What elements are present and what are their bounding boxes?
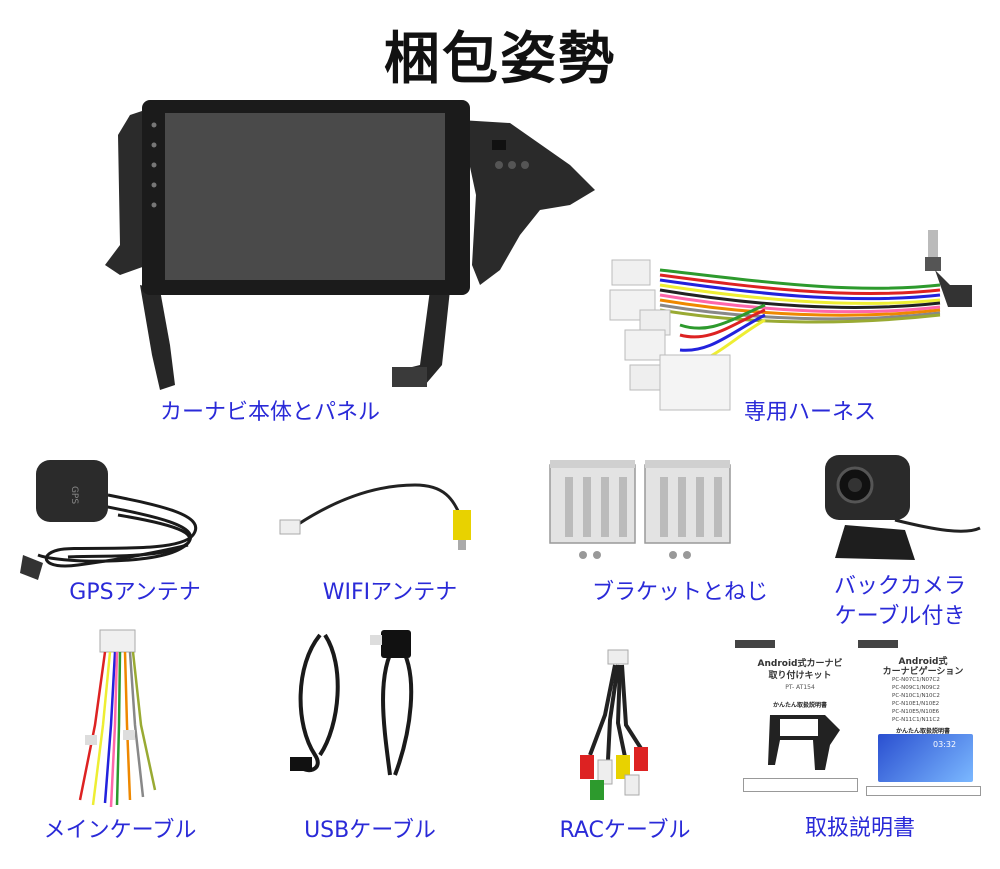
rca-cable-image xyxy=(570,645,660,805)
back-camera-image xyxy=(815,450,985,565)
manual-left-code: PT- AT154 xyxy=(785,684,815,691)
manual-right-models: PC-N07C1/N07C2 PC-N09C1/N09C2 PC-N10C1/N… xyxy=(892,677,940,723)
label-back-camera-line2: ケーブル付き xyxy=(834,604,966,629)
page-title: 梱包姿勢 xyxy=(384,27,616,92)
usb-cable-image xyxy=(285,625,445,790)
label-rca-cable: RACケーブル xyxy=(559,818,691,843)
label-main-cable: メインケーブル xyxy=(43,818,197,843)
manual-left: Android式カーナビ 取り付けキット PT- AT154 かんたん取扱説明書 xyxy=(735,640,865,800)
bracket-image xyxy=(545,455,735,570)
manual-left-heading: かんたん取扱説明書 xyxy=(772,702,827,709)
label-wifi-antenna: WIFIアンテナ xyxy=(322,580,458,605)
gps-antenna-image: GPS xyxy=(18,455,218,580)
manual-right-screen-time: 03:32 xyxy=(933,740,957,749)
label-car-navi: カーナビ本体とパネル xyxy=(159,400,380,425)
manual-right-title2: カーナビゲーション xyxy=(882,667,964,677)
label-back-camera-line1: バックカメラ xyxy=(833,574,966,599)
harness-image xyxy=(600,225,990,420)
manual-left-title1: Android式カーナビ xyxy=(757,659,843,669)
main-cable-image xyxy=(75,625,165,810)
manual-left-title2: 取り付けキット xyxy=(768,671,832,681)
car-navi-unit-image xyxy=(100,95,600,405)
label-harness: 専用ハーネス xyxy=(743,400,876,425)
wifi-antenna-image xyxy=(275,480,485,555)
label-usb-cable: USBケーブル xyxy=(304,818,436,843)
gps-module-text: GPS xyxy=(69,486,79,504)
label-bracket: ブラケットとねじ xyxy=(591,580,768,605)
manual-right-heading: かんたん取扱説明書 xyxy=(895,728,950,735)
label-back-camera: バックカメラ ケーブル付き xyxy=(810,572,990,632)
manual-right-screen: 03:32 xyxy=(878,734,973,782)
manual-right: Android式 カーナビゲーション PC-N07C1/N07C2 PC-N09… xyxy=(858,640,988,800)
label-manual: 取扱説明書 xyxy=(804,816,915,841)
label-gps-antenna: GPSアンテナ xyxy=(69,580,201,605)
manual-right-title1: Android式 xyxy=(898,657,948,667)
